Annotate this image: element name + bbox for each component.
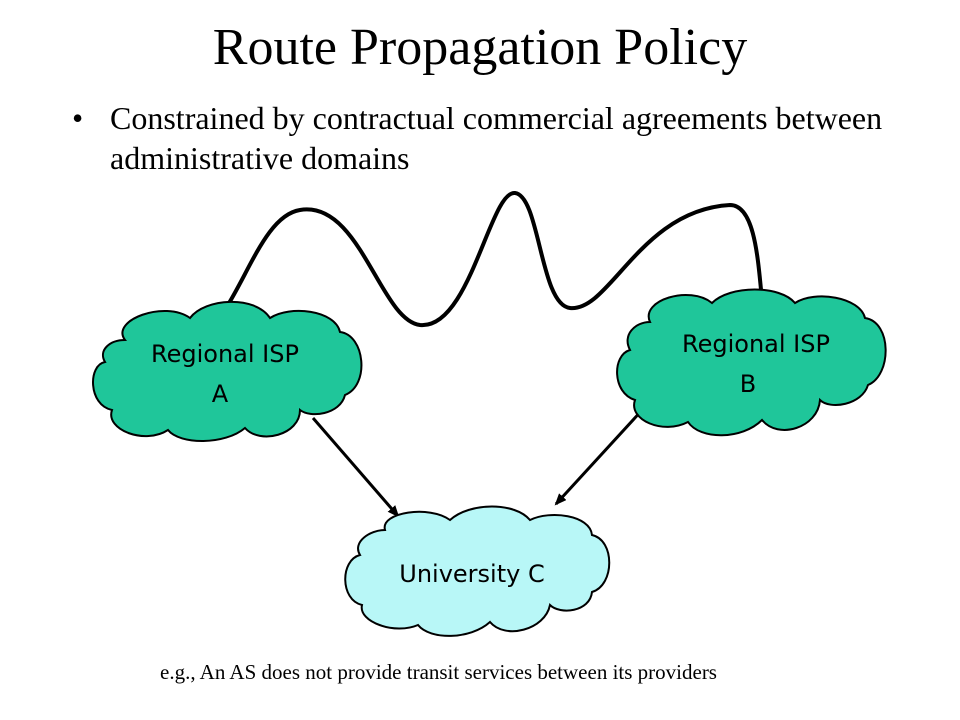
slide-title: Route Propagation Policy <box>212 19 748 76</box>
cloud-shape-isp-b <box>616 288 887 437</box>
cloud-isp-a: Regional ISP A <box>92 300 363 442</box>
footnote: e.g., An AS does not provide transit ser… <box>160 660 717 684</box>
cloud-isp-b: Regional ISP B <box>616 288 887 437</box>
cloud-shape-university-c <box>344 505 611 637</box>
cloud-label-university-c: University C <box>399 560 544 588</box>
cloud-shape-isp-a <box>92 300 363 442</box>
cloud-label-isp-a-line2: A <box>212 380 229 408</box>
cloud-university-c: University C <box>344 505 611 637</box>
bullet-dot: • <box>72 100 84 136</box>
cloud-label-isp-b-line1: Regional ISP <box>682 330 830 358</box>
arrow-b-to-c <box>554 406 646 506</box>
wavy-link-a-b <box>224 191 764 328</box>
cloud-label-isp-b-line2: B <box>740 370 756 398</box>
arrow-a-to-c <box>311 417 400 518</box>
cloud-label-isp-a-line1: Regional ISP <box>151 340 299 368</box>
bullet-text: Constrained by contractual commercial ag… <box>110 100 883 176</box>
bullet-item: • Constrained by contractual commercial … <box>72 98 892 178</box>
